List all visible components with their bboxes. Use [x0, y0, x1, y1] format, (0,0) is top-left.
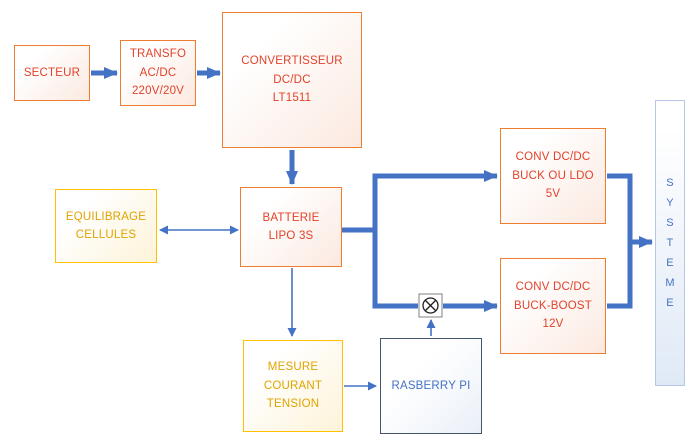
transfo-label-line2: AC/DC — [139, 66, 177, 79]
power-connectors — [91, 67, 653, 312]
mesure-label-line3: TENSION — [266, 398, 320, 411]
conv-12v-box: CONV DC/DC BUCK-BOOST 12V — [500, 258, 606, 354]
batterie-label-line2: LIPO 3S — [268, 230, 314, 242]
conv-5v-box: CONV DC/DC BUCK OU LDO 5V — [500, 128, 606, 224]
raspberry-label: RASBERRY PI — [391, 379, 471, 392]
signal-connectors — [159, 225, 436, 391]
conv-12v-label-line2: BUCK-BOOST — [513, 299, 593, 312]
conv-5v-label-line3: 5V — [545, 188, 561, 201]
secteur-label: SECTEUR — [23, 66, 81, 79]
systeme-box: S Y S T E M E — [655, 100, 685, 386]
transfo-label-line1: TRANSFO — [129, 48, 187, 61]
convertisseur-label-line3: LT1511 — [272, 92, 312, 105]
systeme-letter-5: E — [666, 256, 674, 269]
mesure-box: MESURE COURANT TENSION — [243, 340, 343, 432]
systeme-letter-3: S — [666, 216, 674, 229]
systeme-letter-1: S — [666, 176, 674, 189]
switch-icon — [418, 293, 443, 318]
conv-5v-label-line2: BUCK OU LDO — [512, 169, 594, 182]
systeme-letter-6: M — [665, 276, 675, 289]
convertisseur-label-line1: CONVERTISSEUR — [241, 55, 343, 68]
equilibrage-box: EQUILIBRAGE CELLULES — [55, 189, 157, 263]
mesure-label-line1: MESURE — [267, 361, 319, 374]
mesure-label-line2: COURANT — [263, 379, 323, 392]
batterie-box: BATTERIE LIPO 3S — [240, 187, 342, 267]
systeme-letter-7: E — [666, 296, 674, 309]
raspberry-box: RASBERRY PI — [380, 338, 482, 434]
transfo-box: TRANSFO AC/DC 220V/20V — [120, 40, 196, 106]
systeme-letter-2: Y — [666, 196, 674, 209]
conv-5v-label-line1: CONV DC/DC — [515, 151, 591, 164]
conv-12v-label-line1: CONV DC/DC — [515, 281, 591, 294]
transfo-label-line3: 220V/20V — [131, 85, 185, 98]
equilibrage-label-line2: CELLULES — [75, 229, 137, 241]
systeme-letter-4: T — [666, 236, 674, 249]
equilibrage-label-line1: EQUILIBRAGE — [65, 210, 147, 223]
conv-12v-label-line3: 12V — [542, 318, 564, 331]
secteur-box: SECTEUR — [14, 45, 90, 101]
batterie-label-line1: BATTERIE — [262, 211, 320, 224]
convertisseur-box: CONVERTISSEUR DC/DC LT1511 — [222, 12, 362, 148]
convertisseur-label-line2: DC/DC — [273, 73, 311, 86]
